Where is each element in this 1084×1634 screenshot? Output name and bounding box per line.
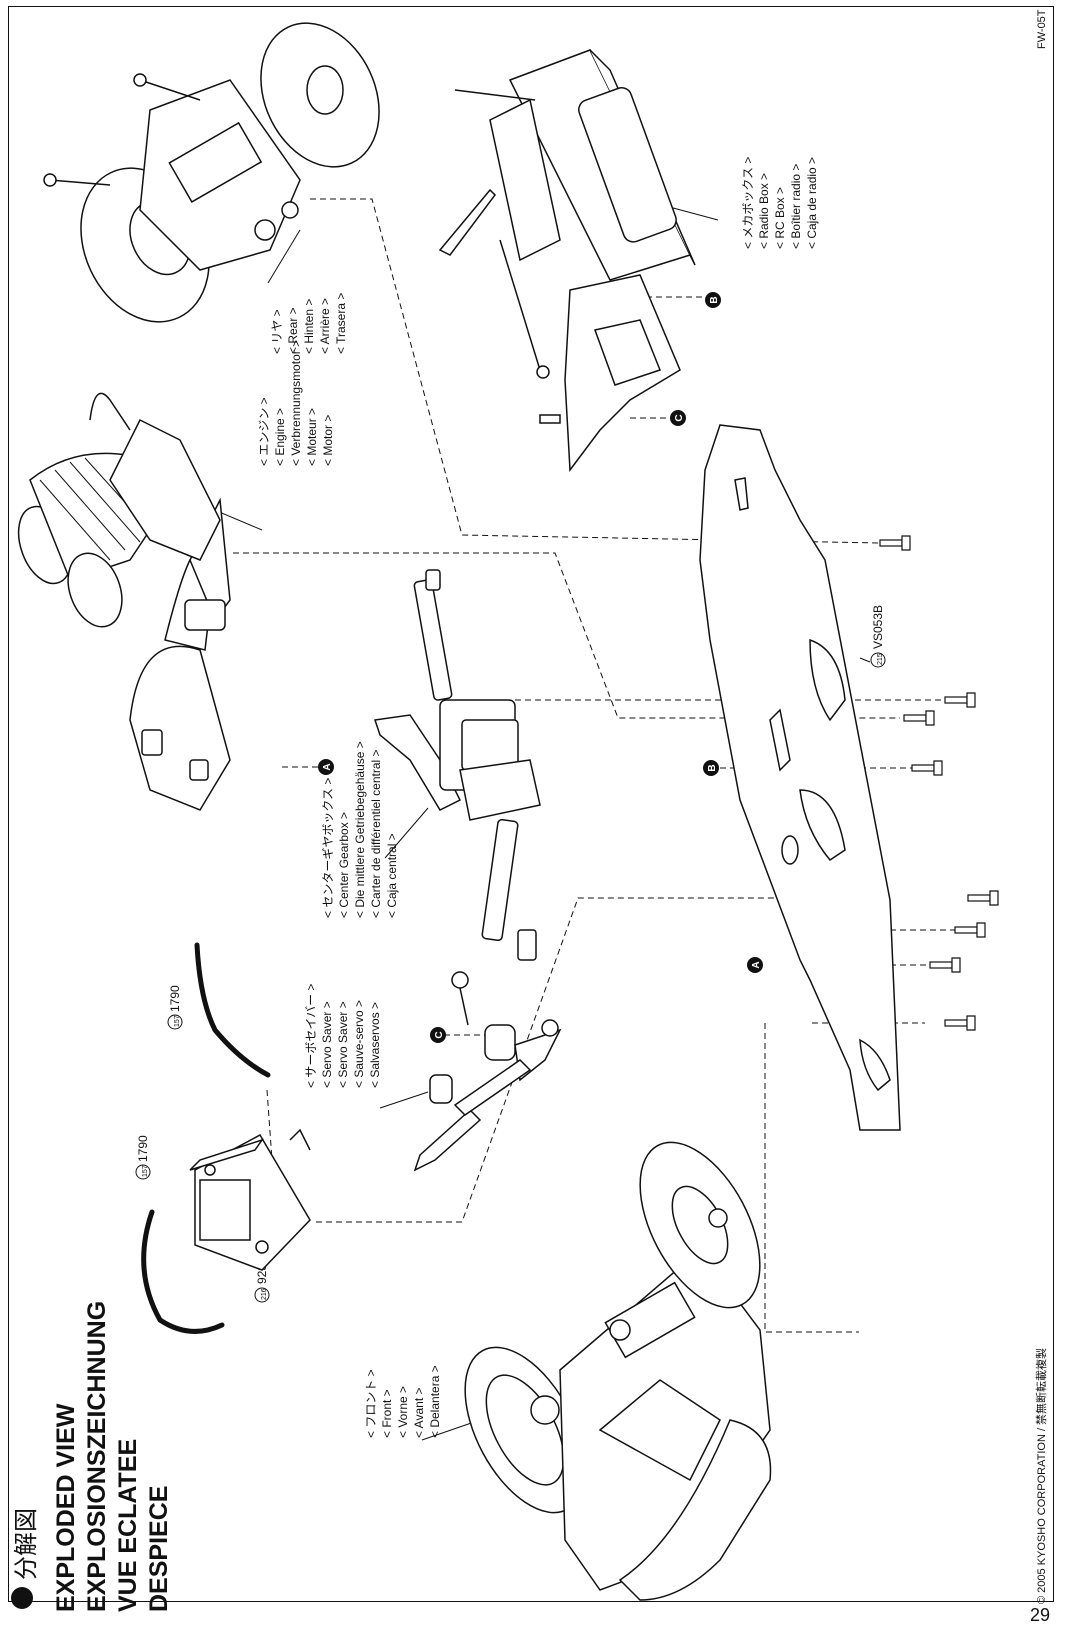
marker-a-chassis: A [747, 957, 763, 973]
fuel-tube-right [194, 942, 271, 1078]
model-code: FW-05T [1036, 9, 1048, 49]
svg-text:215: 215 [877, 653, 884, 665]
svg-text:< Arrière >: < Arrière > [318, 298, 332, 354]
svg-text:< Servo Saver >: < Servo Saver > [320, 1001, 334, 1088]
label-radio-box: < メカボックス > < Radio Box > < RC Box > < Bo… [741, 157, 819, 249]
copyright: © 2005 KYOSHO CORPORATION / 禁無断転載複製 [1034, 1348, 1048, 1604]
servo [189, 1128, 311, 1271]
svg-text:157: 157 [142, 1165, 149, 1177]
callout-chassis: 215 VS053B [870, 605, 886, 668]
radio-box [438, 49, 696, 473]
svg-text:< サーボセイバー >: < サーボセイバー > [304, 984, 318, 1088]
assembly-lines [233, 198, 955, 1333]
marker-a-engine: A [318, 759, 334, 775]
chassis-screws [879, 535, 999, 1031]
label-front: < フロント > < Front > < Vorne > < Avant > <… [364, 1365, 442, 1438]
svg-text:< Caja central >: < Caja central > [385, 833, 399, 918]
svg-text:< Sauve-servo >: < Sauve-servo > [352, 1000, 366, 1088]
svg-text:< Vorne >: < Vorne > [396, 1386, 410, 1438]
svg-text:216: 216 [261, 1288, 268, 1300]
label-rear: < リヤ > < Rear > < Hinten > < Arrière > <… [270, 293, 348, 354]
svg-text:A: A [751, 961, 762, 968]
header-title-en: EXPLODED VIEW [52, 1403, 80, 1612]
header-block: 分解図 EXPLODED VIEW EXPLOSIONSZEICHNUNG VU… [11, 1301, 173, 1612]
header-title-fr: VUE ECLATEE [114, 1439, 142, 1612]
marker-c-radio: C [670, 410, 686, 426]
callout-tube-2: 157 1790 [167, 985, 183, 1030]
svg-text:< RC Box >: < RC Box > [773, 187, 787, 249]
page-frame [8, 6, 1054, 1602]
marker-b-chassis: B [703, 760, 719, 776]
svg-text:B: B [709, 296, 720, 303]
header-jp: 分解図 [13, 1508, 40, 1580]
bullet-dot [11, 1587, 33, 1609]
svg-text:1790: 1790 [136, 1135, 150, 1162]
svg-text:< Die mittlere Getriebegehäuse: < Die mittlere Getriebegehäuse > [353, 741, 367, 918]
servo-saver [413, 971, 562, 1172]
header-title-es: DESPIECE [145, 1486, 173, 1612]
svg-text:< センターギヤボックス >: < センターギヤボックス > [321, 778, 335, 918]
label-engine: < エンジン > < Engine > < Verbrennungsmotor … [257, 340, 335, 466]
svg-text:< Trasera >: < Trasera > [334, 293, 348, 354]
svg-text:< Radio Box >: < Radio Box > [757, 173, 771, 249]
marker-c-servo: C [430, 1027, 446, 1043]
svg-text:< Hinten >: < Hinten > [302, 299, 316, 354]
svg-text:< Carter de différentiel centr: < Carter de différentiel central > [369, 749, 383, 918]
svg-text:< Front >: < Front > [380, 1389, 394, 1438]
center-gearbox [374, 569, 541, 961]
svg-text:VS053B: VS053B [871, 605, 885, 649]
svg-text:< Motor >: < Motor > [321, 415, 335, 466]
svg-text:< Rear >: < Rear > [286, 307, 300, 354]
svg-text:< メカボックス >: < メカボックス > [741, 157, 755, 249]
svg-text:< Servo Saver >: < Servo Saver > [336, 1001, 350, 1088]
engine [17, 392, 231, 811]
svg-text:< Moteur >: < Moteur > [305, 408, 319, 466]
header-title-de: EXPLOSIONSZEICHNUNG [83, 1301, 111, 1612]
svg-text:< リヤ >: < リヤ > [270, 309, 284, 354]
svg-text:1790: 1790 [168, 985, 182, 1012]
callout-tube-1: 157 1790 [135, 1135, 151, 1180]
marker-b-radio: B [705, 292, 721, 308]
label-servo-saver: < サーボセイバー > < Servo Saver > < Servo Save… [304, 984, 382, 1088]
chassis-plate [699, 424, 901, 1131]
svg-text:A: A [322, 763, 333, 770]
svg-text:< Caja de radio >: < Caja de radio > [805, 157, 819, 249]
svg-text:< Center Gearbox >: < Center Gearbox > [337, 812, 351, 918]
svg-text:< Avant >: < Avant > [412, 1388, 426, 1439]
svg-text:< フロント >: < フロント > [364, 1369, 378, 1438]
svg-text:< Salvaservos >: < Salvaservos > [368, 1002, 382, 1088]
svg-text:< エンジン >: < エンジン > [257, 397, 271, 466]
svg-text:B: B [707, 764, 718, 771]
svg-text:157: 157 [174, 1015, 181, 1027]
rear-suspension [43, 22, 380, 323]
svg-text:< Verbrennungsmotor >: < Verbrennungsmotor > [289, 340, 303, 466]
fuel-tube-left [141, 1209, 225, 1334]
svg-text:< Delantera >: < Delantera > [428, 1365, 442, 1438]
svg-text:< Engine >: < Engine > [273, 408, 287, 466]
front-suspension [464, 1141, 772, 1601]
page-number: 29 [1030, 1605, 1051, 1625]
svg-text:C: C [674, 414, 685, 421]
svg-text:< Boîtier radio >: < Boîtier radio > [789, 164, 803, 249]
svg-text:C: C [434, 1031, 445, 1038]
